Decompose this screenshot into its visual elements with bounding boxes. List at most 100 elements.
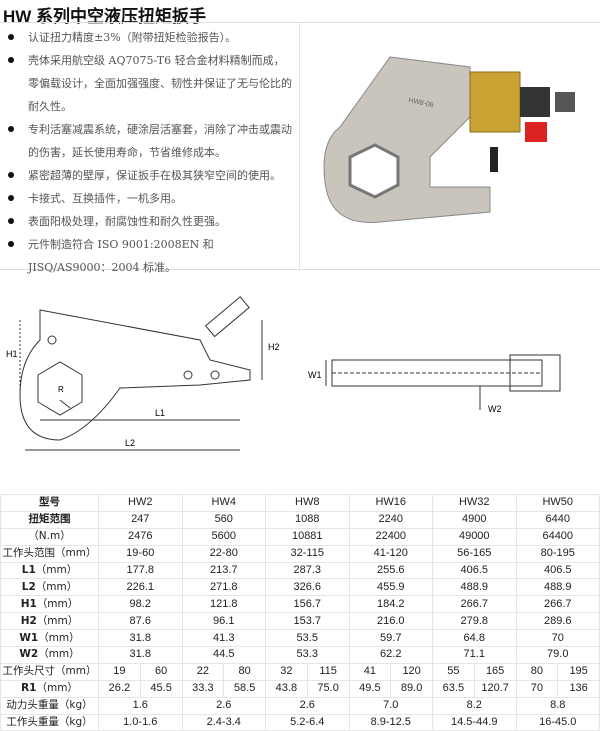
label-text: （mm） — [36, 597, 79, 610]
bullet-icon — [8, 126, 14, 132]
row-label: L1（mm） — [0, 561, 99, 580]
table-cell: 63.5 — [432, 679, 475, 698]
feature-item: 认证扭力精度±3%（附带扭矩检验报告）。 — [8, 26, 298, 49]
table-cell: 60 — [139, 662, 183, 681]
table-cell: 96.1 — [181, 612, 266, 631]
row-label: 工作头范围（mm） — [0, 544, 99, 563]
table-cell: 79.0 — [515, 646, 600, 664]
table-cell: 4900 — [432, 510, 517, 529]
table-cell: 156.7 — [265, 595, 350, 614]
table-cell: 22-80 — [181, 544, 266, 563]
bullet-icon — [8, 172, 14, 178]
side-dimension-drawing: H1 H2 L1 L2 R — [6, 296, 280, 451]
table-cell: 247 — [98, 510, 183, 529]
table-cell: 75.0 — [306, 679, 350, 698]
table-cell: 1.0-1.6 — [98, 713, 183, 731]
table-cell: 2.6 — [265, 696, 350, 715]
row-label: 动力头重量（kg） — [0, 696, 99, 715]
table-cell: 120 — [390, 662, 433, 681]
label-text: W1 — [19, 631, 39, 644]
table-cell: 115 — [306, 662, 350, 681]
table-cell: 279.8 — [432, 612, 517, 631]
table-cell: 326.6 — [265, 578, 350, 597]
row-label: W1（mm） — [0, 629, 99, 648]
table-cell: 55 — [432, 662, 475, 681]
label-text: R1 — [21, 682, 37, 695]
l2-label: L2 — [125, 438, 135, 448]
table-cell: 226.1 — [98, 578, 183, 597]
table-cell: 213.7 — [181, 561, 266, 580]
w2-label: W2 — [488, 404, 502, 414]
table-cell: HW50 — [515, 494, 600, 512]
label-text: （mm） — [35, 580, 78, 593]
table-cell: 32 — [265, 662, 308, 681]
label-text: （mm） — [38, 648, 80, 661]
row-label: 型号 — [0, 494, 99, 512]
label-text: （mm） — [36, 614, 79, 627]
label-text: 工作头尺寸（mm） — [2, 665, 97, 678]
table-cell: 488.9 — [432, 578, 517, 597]
row-label: 工作头重量（kg） — [0, 713, 99, 731]
table-cell: 488.9 — [515, 578, 600, 597]
label-text: （mm） — [36, 682, 78, 695]
table-cell: 80-195 — [515, 544, 600, 563]
table-cell: 2476 — [98, 527, 183, 546]
table-cell: 455.9 — [348, 578, 433, 597]
bullet-icon — [8, 218, 14, 224]
table-cell: 216.0 — [348, 612, 433, 631]
table-cell: 19-60 — [98, 544, 183, 563]
table-cell: 266.7 — [432, 595, 517, 614]
table-cell: 136 — [557, 679, 600, 698]
table-cell: 560 — [181, 510, 266, 529]
table-cell: 32-115 — [265, 544, 350, 563]
table-cell: HW2 — [98, 494, 183, 512]
feature-item: 壳体采用航空级 AQ7075-T6 轻合金材料精制而成，零偏载设计，全面加强强度… — [8, 49, 298, 118]
table-cell: 22 — [181, 662, 225, 681]
table-cell: 71.1 — [432, 646, 517, 664]
w1-label: W1 — [308, 370, 322, 380]
row-label: H1（mm） — [0, 595, 99, 614]
feature-item: 表面阳极处理，耐腐蚀性和耐久性更强。 — [8, 210, 298, 233]
table-cell: 8.2 — [432, 696, 517, 715]
table-cell: 289.6 — [515, 612, 600, 631]
table-cell: 5600 — [181, 527, 266, 546]
table-cell: 406.5 — [515, 561, 600, 580]
table-cell: 8.9-12.5 — [348, 713, 433, 731]
feature-item: 卡接式、互换插件，一机多用。 — [8, 187, 298, 210]
feature-panel: 认证扭力精度±3%（附带扭矩检验报告）。 壳体采用航空级 AQ7075-T6 轻… — [0, 22, 600, 274]
label-text: 动力头重量（kg） — [6, 699, 93, 712]
table-cell: 70 — [515, 629, 600, 648]
table-cell: 165 — [473, 662, 517, 681]
table-cell: 53.5 — [265, 629, 350, 648]
label-text: 工作头范围（mm） — [2, 547, 97, 560]
row-label: （N.m） — [0, 527, 99, 546]
table-cell: 49000 — [432, 527, 517, 546]
label-text: L2 — [21, 580, 36, 593]
table-cell: 16-45.0 — [515, 713, 600, 731]
table-cell: HW8 — [265, 494, 350, 512]
table-cell: 6440 — [515, 510, 600, 529]
feature-item: 紧密超薄的壁厚，保证扳手在极其狭窄空间的使用。 — [8, 164, 298, 187]
table-cell: 89.0 — [390, 679, 433, 698]
table-cell: 33.3 — [181, 679, 225, 698]
table-cell: 255.6 — [348, 561, 433, 580]
h2-label: H2 — [268, 342, 280, 352]
table-cell: 10881 — [265, 527, 350, 546]
table-cell: 266.7 — [515, 595, 600, 614]
label-text: H1 — [20, 597, 37, 610]
table-cell: 287.3 — [265, 561, 350, 580]
label-text: 工作头重量（kg） — [6, 716, 93, 729]
bullet-icon — [8, 34, 14, 40]
r-label: R — [58, 385, 64, 394]
table-cell: 49.5 — [348, 679, 392, 698]
top-dimension-drawing: W1 W2 — [308, 354, 561, 414]
table-cell: HW16 — [348, 494, 433, 512]
table-cell: 2240 — [348, 510, 433, 529]
